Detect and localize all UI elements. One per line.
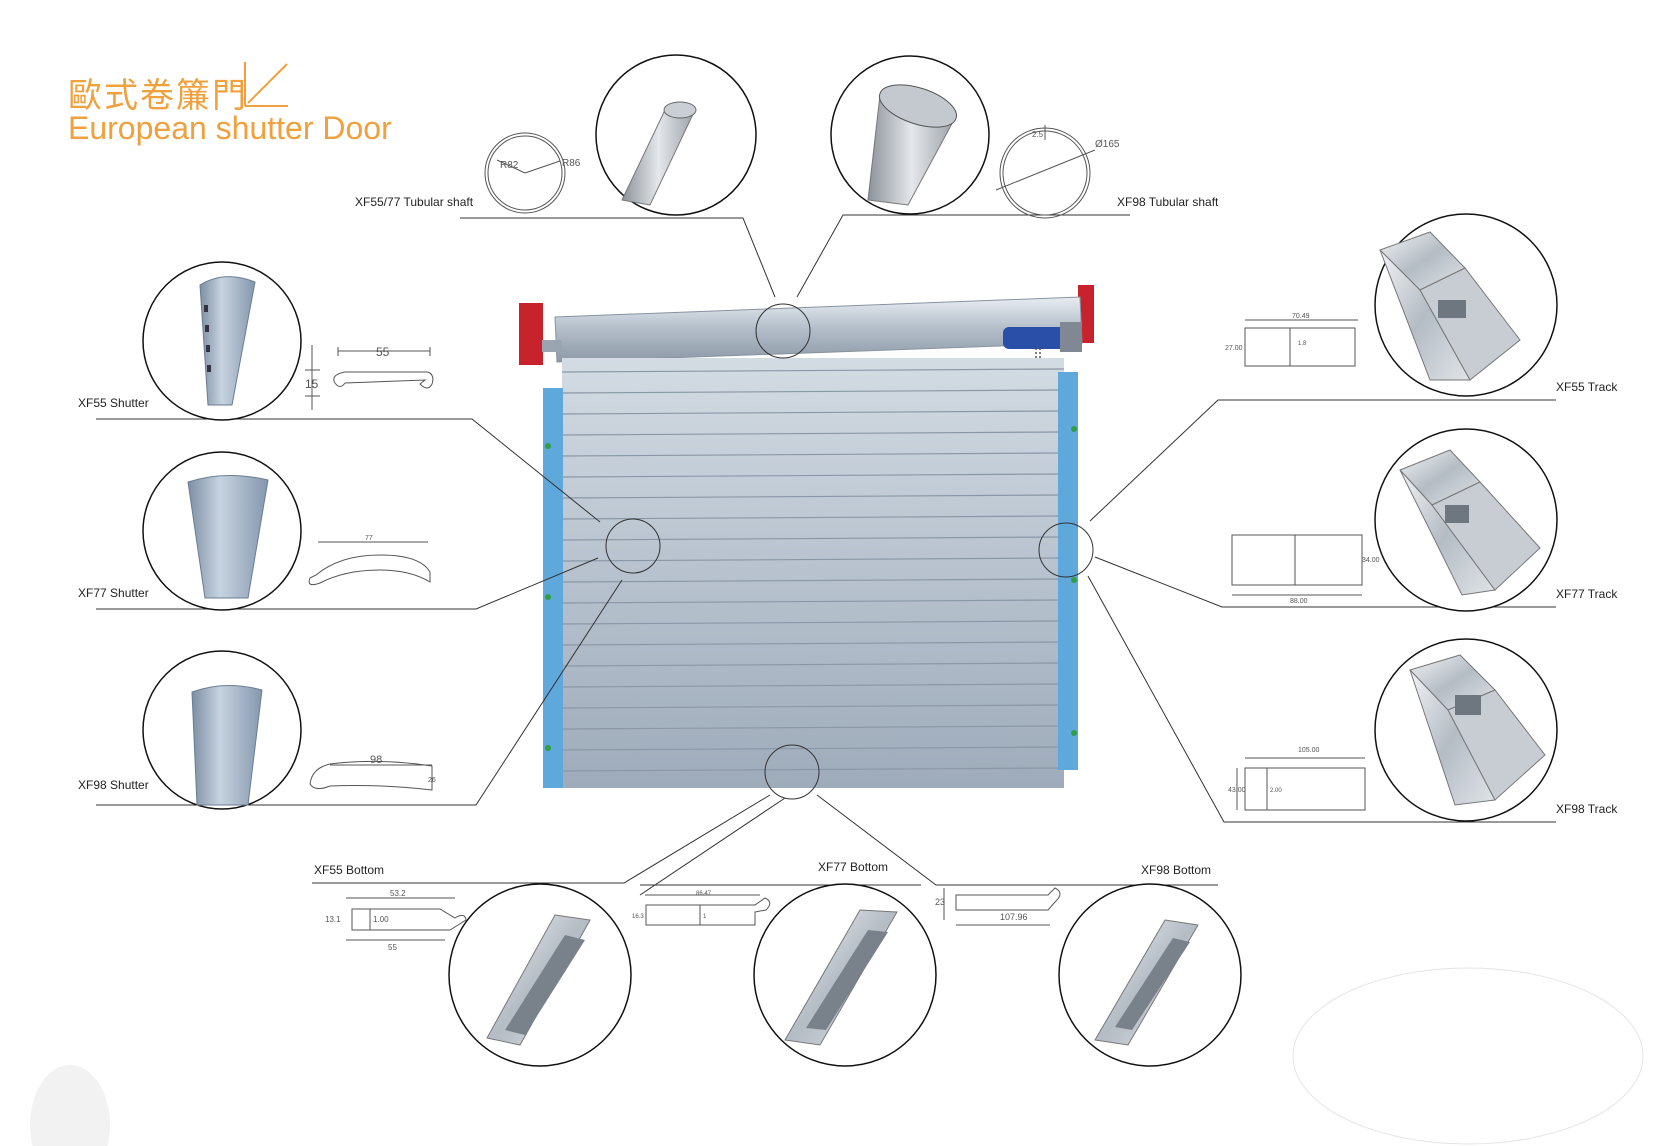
- dim-bottom55-height: 13.1: [325, 915, 341, 924]
- dim-bottom77-width: 86.47: [696, 891, 712, 897]
- decorative-ellipse: [1292, 967, 1644, 1145]
- slat-line: [561, 767, 1065, 772]
- shaft-render-large: [867, 84, 957, 206]
- shutter-render-xf98: [191, 684, 263, 806]
- dim-xf55-height: 15: [305, 377, 319, 391]
- motor: [1003, 327, 1065, 349]
- dim-shaft-r86: R86: [562, 158, 581, 169]
- slat-line: [561, 515, 1065, 520]
- dim-track98-width: 105.00: [1298, 747, 1320, 754]
- shutter-render-xf77: [187, 475, 269, 599]
- shutter-door: [519, 285, 1094, 788]
- dim-track98-thickness: 2.00: [1270, 788, 1282, 794]
- track-render-xf77: [1399, 449, 1541, 596]
- dim-bottom55-bottom: 55: [388, 943, 397, 952]
- track-render-xf55: [1379, 231, 1521, 381]
- slat-line: [561, 641, 1065, 646]
- label-shutter-xf77: XF77 Shutter: [78, 586, 149, 600]
- dim-track98-height: 43.00: [1228, 787, 1246, 794]
- bottom-render-xf98: [1094, 919, 1199, 1046]
- label-track-xf77: XF77 Track: [1556, 587, 1618, 601]
- label-track-xf55: XF55 Track: [1556, 380, 1618, 394]
- dim-bottom55-top: 53.2: [390, 889, 406, 898]
- tech-drawings: [305, 125, 1366, 941]
- dim-xf77-width: 77: [365, 535, 373, 542]
- slat-line: [561, 473, 1065, 478]
- slat-line: [561, 599, 1065, 604]
- decorative-shadow: [30, 1065, 110, 1146]
- dim-track55-height: 27.00: [1225, 345, 1243, 352]
- right-track: [1058, 372, 1078, 770]
- slat-line: [561, 683, 1065, 688]
- dim-shaft-dia: Ø165: [1095, 139, 1120, 150]
- dim-bottom77-height: 16.3: [632, 914, 644, 920]
- label-shaft-xf55-77: XF55/77 Tubular shaft: [355, 195, 474, 209]
- dim-bottom55-thickness: 1.00: [373, 915, 389, 924]
- left-bracket: [519, 303, 543, 365]
- label-shutter-xf98: XF98 Shutter: [78, 778, 149, 792]
- label-shaft-xf98: XF98 Tubular shaft: [1117, 195, 1219, 209]
- shutter-render-xf55: [199, 276, 256, 406]
- dim-shaft-thickness: 2.5: [1032, 130, 1044, 139]
- title-arrow-icon: [244, 62, 288, 107]
- slat-line: [561, 746, 1065, 751]
- title-chinese: 歐式卷簾門: [68, 76, 248, 116]
- dim-track55-thickness: 1.8: [1298, 341, 1307, 347]
- label-shutter-xf55: XF55 Shutter: [78, 396, 149, 410]
- label-bottom-xf98: XF98 Bottom: [1141, 863, 1212, 877]
- dim-bottom98-height: 23: [935, 897, 945, 907]
- dim-xf98-height: 26: [428, 777, 436, 784]
- dim-track77-width: 88.00: [1290, 598, 1308, 605]
- dim-xf55-width: 55: [376, 345, 390, 359]
- slat-lines: [561, 368, 1065, 772]
- dim-shaft-r82: R82: [500, 160, 519, 171]
- track-render-xf98: [1409, 654, 1546, 806]
- label-bottom-xf55: XF55 Bottom: [314, 863, 385, 877]
- slat-line: [561, 578, 1065, 583]
- slat-line: [561, 368, 1065, 373]
- slat-line: [561, 494, 1065, 499]
- label-bottom-xf77: XF77 Bottom: [818, 860, 889, 874]
- dim-track77-height: 34.00: [1362, 557, 1380, 564]
- slat-line: [561, 725, 1065, 730]
- dim-track55-width: 70.49: [1292, 313, 1310, 320]
- title-english: European shutter Door: [68, 110, 392, 146]
- slat-line: [561, 536, 1065, 541]
- slat-line: [561, 431, 1065, 436]
- bottom-render-xf77: [784, 909, 898, 1046]
- bottom-render-xf55: [486, 914, 591, 1046]
- label-track-xf98: XF98 Track: [1556, 802, 1618, 816]
- shaft-box: [554, 296, 1083, 363]
- shaft-render-small: [621, 101, 697, 206]
- dim-bottom77-thickness: 1: [703, 914, 707, 920]
- slat-line: [561, 557, 1065, 562]
- slat-line: [561, 704, 1065, 709]
- slat-line: [561, 389, 1065, 394]
- slat-line: [561, 452, 1065, 457]
- dim-xf98-width: 98: [370, 754, 382, 766]
- slat-line: [561, 410, 1065, 415]
- slat-line: [561, 620, 1065, 625]
- curtain: [562, 358, 1064, 788]
- slat-line: [561, 662, 1065, 667]
- dim-bottom98-width: 107.96: [1000, 912, 1028, 922]
